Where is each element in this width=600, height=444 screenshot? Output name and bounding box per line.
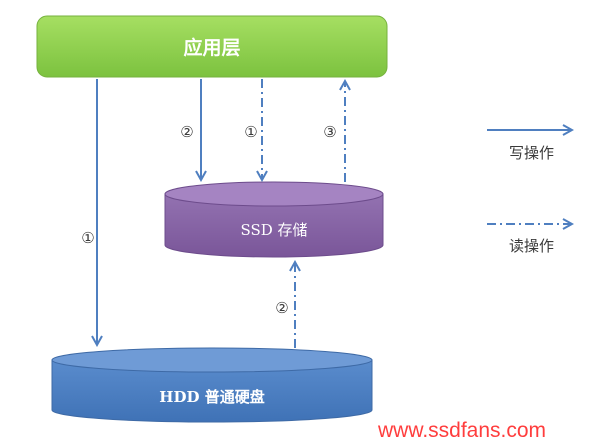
hdd-storage-cylinder: HDD 普通硬盘 [51,347,373,423]
step-label-ssd-read: ① [244,123,257,141]
legend: 写操作 读操作 [487,130,572,255]
step-label-hdd-to-ssd: ② [275,299,288,317]
step-label-hdd-write: ① [81,229,94,247]
legend-read-label: 读操作 [509,237,554,255]
hdd-storage-label: HDD 普通硬盘 [159,388,264,406]
application-layer: 应用层 [36,15,388,78]
step-label-ssd-to-app: ③ [323,123,336,141]
watermark: www.ssdfans.com [377,419,546,442]
application-layer-label: 应用层 [183,36,240,59]
ssd-storage-label: SSD 存储 [240,221,307,239]
legend-write-label: 写操作 [509,144,554,162]
step-label-ssd-write: ② [180,123,193,141]
ssd-storage-cylinder: SSD 存储 [164,181,384,258]
